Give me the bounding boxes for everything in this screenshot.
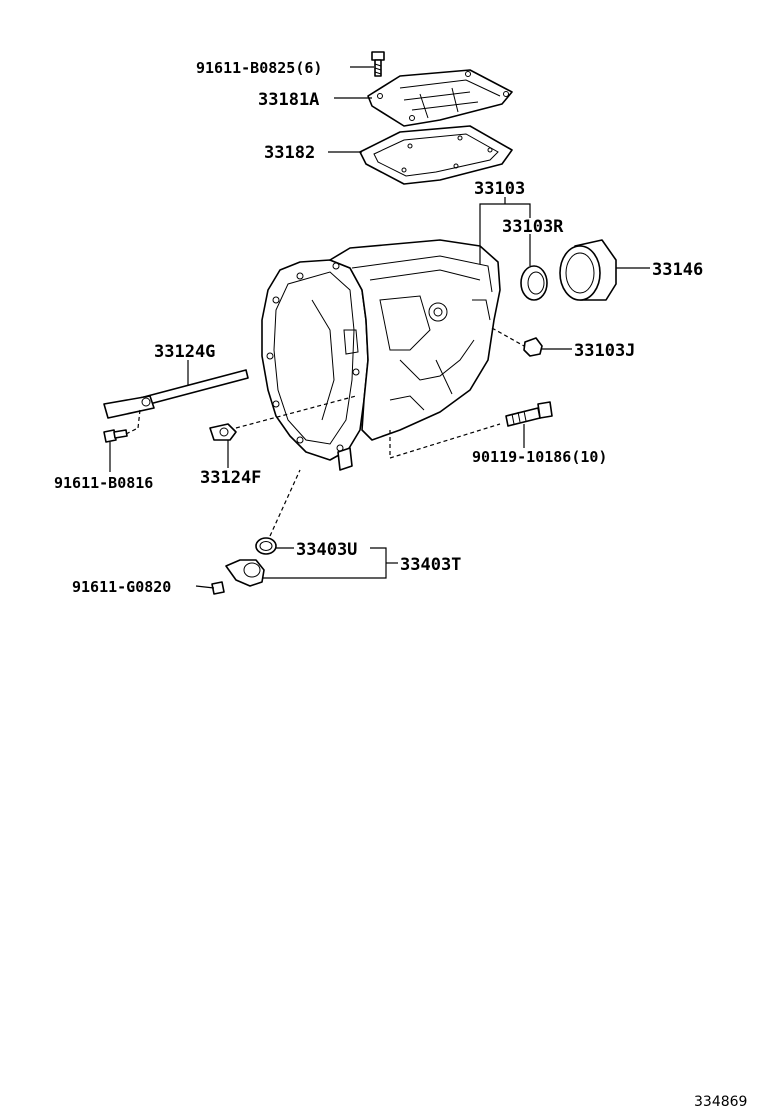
bolt-rod-part [103,429,128,443]
label-o-ring: 33403U [296,540,357,560]
label-plug: 33103J [574,341,635,361]
bolt-sensor-part [211,581,225,595]
label-sensor-assy: 33403T [400,555,461,575]
sensor-part [225,559,265,587]
gasket-part [359,125,513,185]
label-seal: 33103R [502,217,564,237]
label-bolt-sensor: 91611-G0820 [72,578,171,596]
label-rod: 33124G [154,342,215,362]
label-cover: 33181A [258,90,319,110]
label-bolt-rod: 91611-B0816 [54,474,153,492]
stud-bolt-part [505,401,553,427]
leader-lines [109,66,650,589]
plug-part [523,337,543,357]
label-gasket: 33182 [264,143,315,163]
lever-part [209,423,237,441]
diagram-id: 334869 [694,1094,747,1110]
o-ring-part [255,537,277,555]
label-bolt-top: 91611-B0825(6) [196,59,322,77]
label-lever: 33124F [200,468,261,488]
sleeve-part [559,239,617,301]
label-case-assy: 33103 [474,179,525,199]
seal-part [520,265,548,301]
label-stud-bolt: 90119-10186(10) [472,448,607,466]
bolt-top-part [371,51,385,77]
cover-part [367,69,513,127]
label-sleeve: 33146 [652,260,703,280]
transmission-case-part [261,239,501,471]
rod-part [103,369,249,419]
